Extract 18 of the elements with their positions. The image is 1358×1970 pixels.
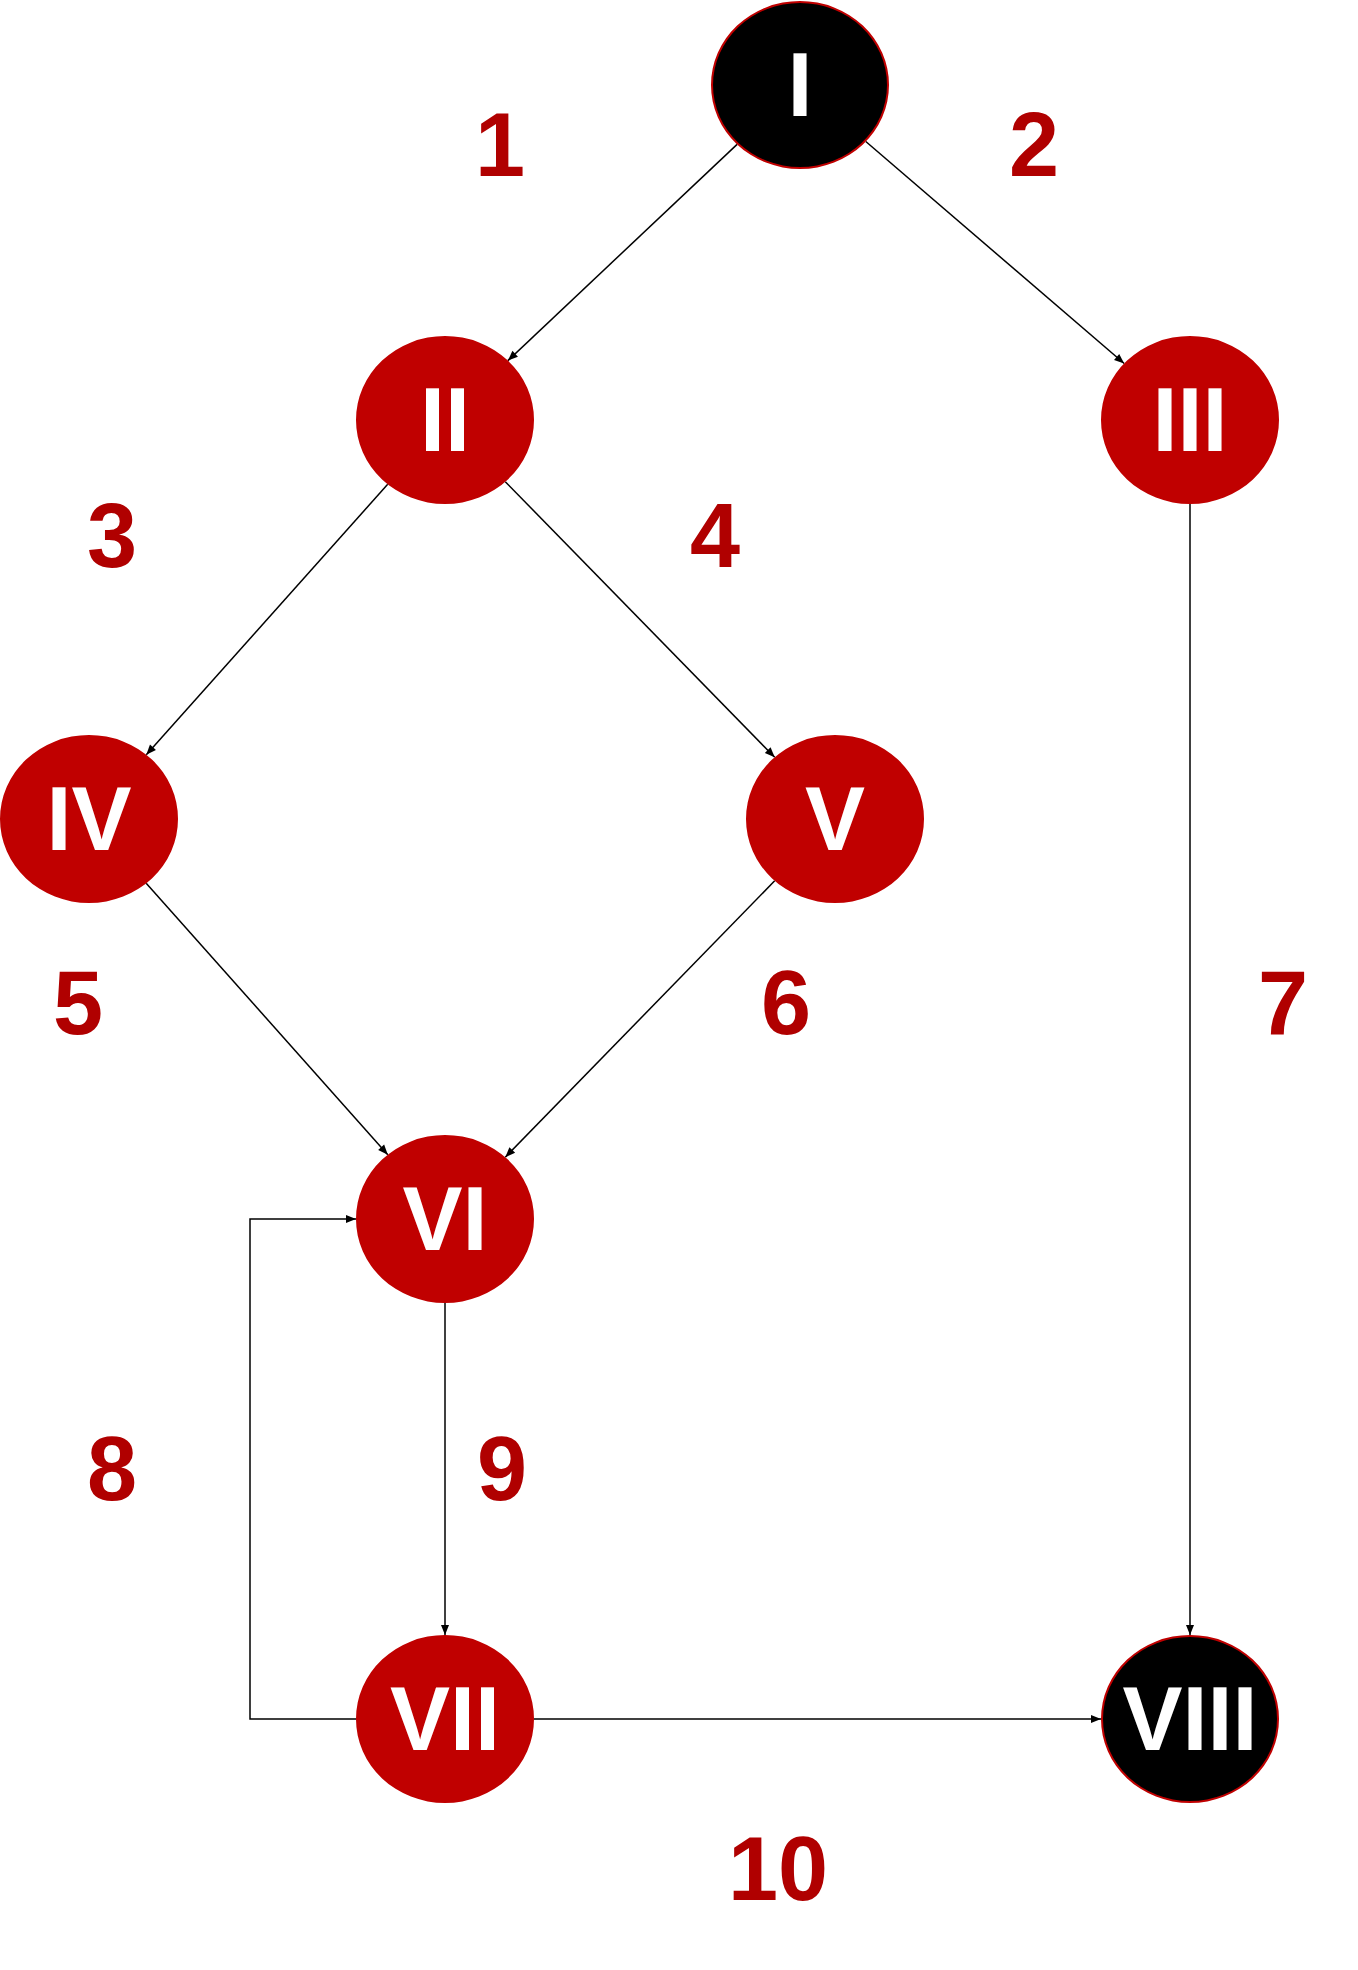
arrow: [145, 483, 389, 756]
node-label: II: [420, 375, 470, 465]
node-label: VIII: [1122, 1674, 1258, 1764]
node-label: V: [805, 774, 865, 864]
arrow: [441, 1302, 449, 1636]
arrow: [504, 880, 776, 1158]
node-label: III: [1152, 375, 1228, 465]
node-label: VII: [389, 1674, 500, 1764]
arrow: [507, 143, 738, 362]
arrow: [1186, 503, 1194, 1636]
node-label: I: [787, 40, 813, 130]
node-label: IV: [46, 774, 132, 864]
arrow: [865, 140, 1125, 365]
node-label: VI: [402, 1174, 488, 1264]
arrow: [504, 480, 776, 759]
arrow: [533, 1715, 1102, 1723]
arrow: [145, 882, 389, 1156]
arrow: [249, 1215, 357, 1720]
